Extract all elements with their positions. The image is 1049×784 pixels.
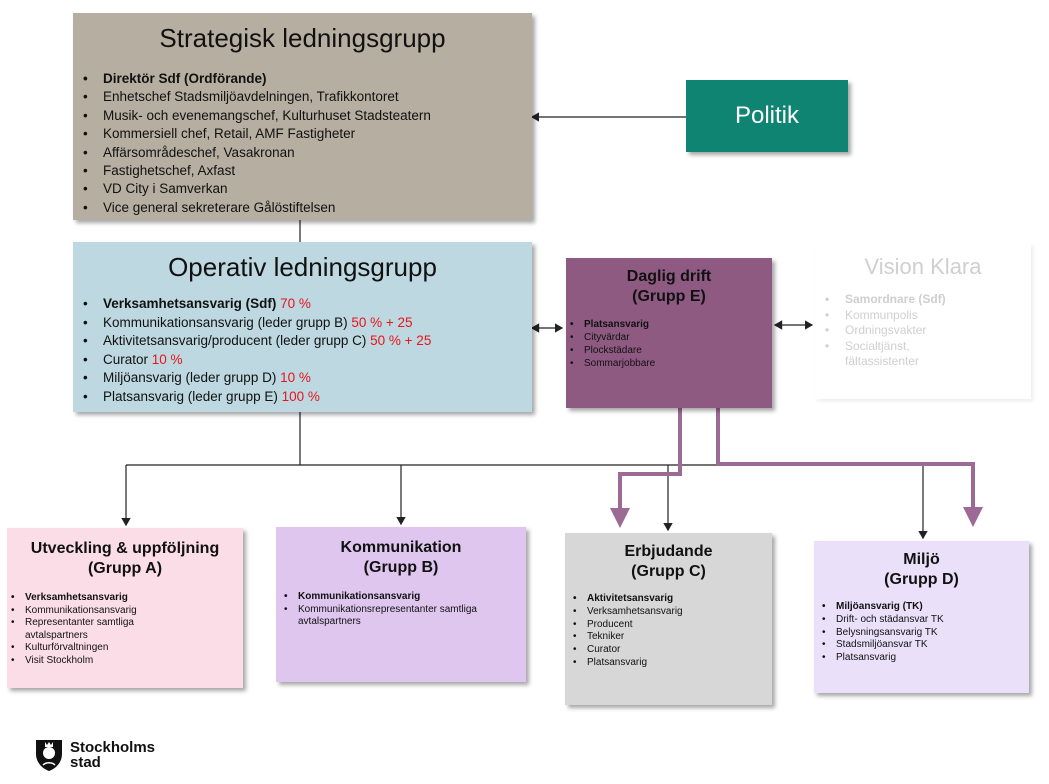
percent-value: 100 % — [281, 388, 320, 404]
group-a-box: Utveckling & uppföljning (Grupp A) Verks… — [7, 528, 243, 688]
vision-klara-title: Vision Klara — [864, 254, 982, 279]
list-item: Aktivitetsansvarig/producent (leder grup… — [73, 332, 532, 351]
logo-text-line1: Stockholms — [70, 739, 156, 756]
list-item: Samordnare (Sdf) — [815, 292, 1021, 308]
purple-arrow-group-c — [610, 408, 682, 528]
percent-value: 10 % — [280, 370, 311, 386]
strategic-group-list: Direktör Sdf (Ordförande) Enhetschef Sta… — [73, 70, 532, 218]
daily-operations-subtitle: (Grupp E) — [632, 288, 706, 305]
group-c-subtitle: (Grupp C) — [631, 563, 706, 580]
list-item: Platsansvarig — [818, 652, 1029, 665]
list-item: Kommunikationsansvarig (leder grupp B) 5… — [73, 314, 532, 333]
daily-operations-list: Platsansvarig Cityvärdar Plockstädare So… — [566, 318, 772, 370]
list-item: Affärsområdeschef, Vasakronan — [73, 144, 532, 163]
percent-value: 70 % — [280, 296, 311, 311]
list-item: Miljöansvarig (TK) — [818, 601, 1029, 614]
logo-text-line2: stad — [70, 754, 101, 771]
group-a-subtitle: (Grupp A) — [87, 560, 163, 577]
list-item: Kommunikationsrepresentanter samtliga av… — [280, 604, 483, 629]
list-item: Fastighetschef, Axfast — [73, 162, 532, 181]
list-item: Socialtjänst, fältassistenter — [815, 339, 955, 370]
list-item: Kommunikationsansvarig — [7, 605, 243, 618]
list-item: Kommersiell chef, Retail, AMF Fastighete… — [73, 125, 532, 144]
group-b-box: Kommunikation (Grupp B) Kommunikationsan… — [276, 527, 526, 682]
list-item: Curator — [569, 644, 772, 657]
list-item: Sommarjobbare — [566, 357, 772, 370]
list-item: Curator 10 % — [73, 351, 532, 370]
politik-box: Politik — [686, 80, 848, 152]
daily-operations-box: Daglig drift (Grupp E) Platsansvarig Cit… — [566, 258, 772, 408]
group-d-list: Miljöansvarig (TK) Drift- och städansvar… — [814, 601, 1029, 665]
list-item: Miljöansvarig (leder grupp D) 10 % — [73, 369, 532, 388]
list-item: Kulturförvaltningen — [7, 642, 243, 655]
percent-value: 50 % + 25 — [351, 314, 413, 330]
group-d-subtitle: (Grupp D) — [884, 571, 959, 588]
group-a-title: Utveckling & uppföljning — [30, 540, 220, 557]
daily-operations-title: Daglig drift — [626, 268, 712, 285]
list-item: Platsansvarig — [566, 318, 772, 331]
politik-title: Politik — [734, 102, 800, 129]
list-item: Musik- och evenemangschef, Kulturhuset S… — [73, 107, 532, 126]
list-item: Verksamhetsansvarig — [7, 592, 243, 605]
list-item: Kommunikationsansvarig — [280, 591, 516, 604]
group-c-title: Erbjudande — [624, 543, 713, 560]
list-item: Belysningsansvarig TK — [818, 627, 1029, 640]
group-b-subtitle: (Grupp B) — [363, 559, 439, 576]
stockholm-crest-icon — [36, 740, 62, 771]
list-item: Stadsmiljöansvar TK — [818, 639, 1029, 652]
list-item: Cityvärdar — [566, 331, 772, 344]
list-item: Verksamhetsansvarig (Sdf) 70 % — [73, 295, 532, 314]
strategic-group-box: Strategisk ledningsgrupp Direktör Sdf (O… — [73, 13, 532, 220]
group-a-list: Verksamhetsansvarig Kommunikationsansvar… — [7, 592, 243, 667]
group-b-list: Kommunikationsansvarig Kommunikationsrep… — [276, 591, 526, 629]
list-item: Vice general sekreterare Gålöstiftelsen — [73, 199, 532, 218]
list-item: Kommunpolis — [815, 308, 1021, 324]
operative-group-list: Verksamhetsansvarig (Sdf) 70 % Kommunika… — [73, 295, 532, 407]
list-item: Ordningsvakter — [815, 323, 1021, 339]
percent-value: 10 % — [151, 351, 183, 367]
list-item: Direktör Sdf (Ordförande) — [73, 70, 532, 89]
strategic-group-title: Strategisk ledningsgrupp — [159, 23, 446, 53]
operative-group-box: Operativ ledningsgrupp Verksamhetsansvar… — [73, 242, 532, 412]
purple-arrow-group-d — [716, 408, 983, 527]
group-b-title: Kommunikation — [340, 539, 462, 556]
list-item: Platsansvarig (leder grupp E) 100 % — [73, 388, 532, 407]
list-item: Producent — [569, 619, 772, 632]
group-d-title: Miljö — [903, 551, 940, 568]
list-item: Aktivitetsansvarig — [569, 593, 772, 606]
list-item: Visit Stockholm — [7, 655, 243, 668]
group-c-box: Erbjudande (Grupp C) Aktivitetsansvarig … — [565, 533, 772, 705]
list-item: Drift- och städansvar TK — [818, 614, 1029, 627]
vision-klara-box: Vision Klara Samordnare (Sdf) Kommunpoli… — [815, 244, 1031, 399]
list-item: Plockstädare — [566, 344, 772, 357]
list-item: Verksamhetsansvarig — [569, 606, 772, 619]
operative-group-title: Operativ ledningsgrupp — [168, 252, 437, 282]
list-item: VD City i Samverkan — [73, 180, 532, 199]
list-item: Tekniker — [569, 631, 772, 644]
percent-value: 50 % + 25 — [370, 333, 432, 349]
list-item: Representanter samtliga avtalspartners — [7, 617, 155, 642]
group-c-list: Aktivitetsansvarig Verksamhetsansvarig P… — [565, 593, 772, 670]
list-item: Enhetschef Stadsmiljöavdelningen, Trafik… — [73, 88, 532, 107]
group-d-box: Miljö (Grupp D) Miljöansvarig (TK) Drift… — [814, 541, 1029, 693]
stockholm-logo: Stockholms stad — [34, 738, 155, 772]
vision-klara-list: Samordnare (Sdf) Kommunpolis Ordningsvak… — [815, 292, 1031, 370]
list-item: Platsansvarig — [569, 657, 772, 670]
